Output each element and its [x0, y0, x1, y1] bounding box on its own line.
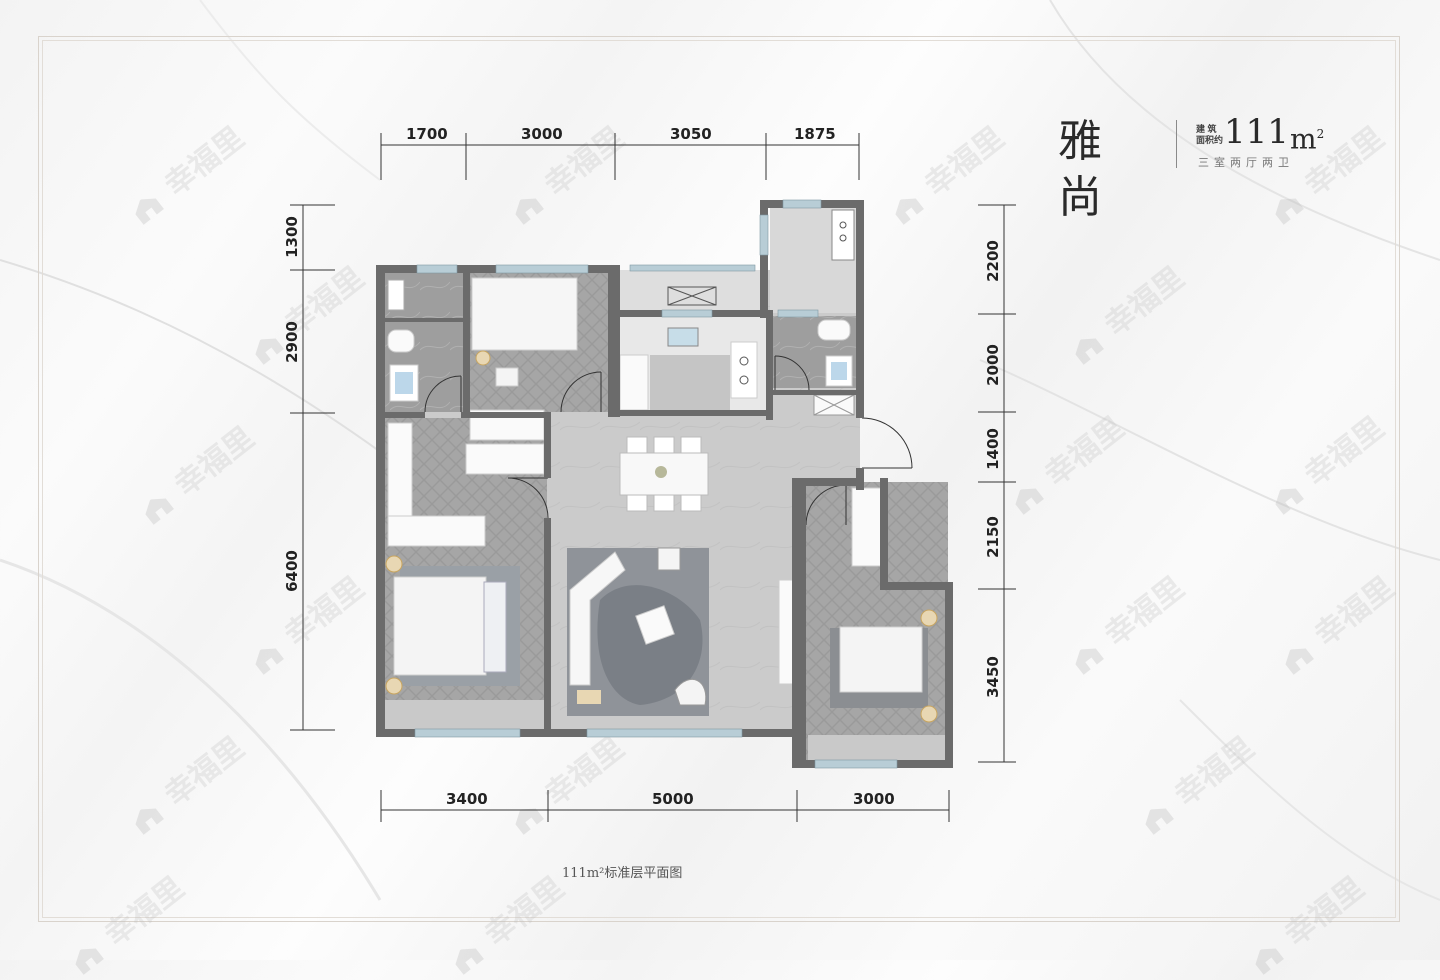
dim-bottom-1: 3400 — [446, 790, 488, 808]
layout-label: 三室两厅两卫 — [1198, 157, 1294, 169]
dim-left-2: 2900 — [282, 321, 301, 363]
page-frame — [38, 36, 1400, 922]
wardrobe — [465, 443, 545, 475]
sofa — [569, 551, 626, 686]
utility-hatch — [667, 286, 717, 306]
area-value: 111 — [1224, 112, 1289, 152]
area-label-line1: 建 筑 — [1196, 124, 1217, 134]
plan-caption: 111m²标准层平面图 — [562, 866, 683, 881]
dim-bottom-2: 5000 — [652, 790, 694, 808]
unit-name: 雅 尚 — [1058, 116, 1116, 223]
bed-top-bedroom — [471, 277, 578, 351]
stove — [730, 341, 758, 399]
doors — [424, 355, 913, 526]
tv-cabinet — [778, 579, 794, 685]
dining-table — [619, 436, 709, 512]
dim-top-3: 3050 — [670, 125, 712, 143]
dim-right-2: 2000 — [983, 344, 1002, 386]
area-label: 建 筑 面积约 — [1196, 124, 1226, 146]
dim-left-1: 1300 — [282, 216, 301, 258]
dim-right-5: 3450 — [983, 656, 1002, 698]
dim-top-4: 1875 — [794, 125, 836, 143]
title-divider — [1176, 120, 1177, 168]
wardrobe — [387, 515, 486, 547]
dimension-top — [380, 133, 860, 180]
dimension-left — [290, 204, 335, 731]
bed-right-bedroom — [839, 626, 923, 693]
washbasin — [395, 372, 413, 394]
dimension-right — [978, 204, 1016, 763]
floor-plan — [290, 133, 1016, 822]
dimension-bottom — [380, 790, 950, 822]
area-unit: m2 — [1290, 122, 1325, 156]
area-label-line2: 面积约 — [1196, 135, 1224, 145]
toilet — [387, 329, 415, 353]
dim-left-3: 6400 — [282, 550, 301, 592]
dim-right-3: 1400 — [983, 428, 1002, 470]
dim-top-2: 3000 — [521, 125, 563, 143]
dim-right-4: 2150 — [983, 516, 1002, 558]
dim-top-1: 1700 — [406, 125, 448, 143]
wardrobe — [387, 422, 413, 520]
coffee-table — [635, 605, 675, 645]
bed-left-bedroom — [393, 576, 487, 676]
washbasin — [831, 362, 847, 380]
sink — [667, 327, 699, 347]
dim-bottom-3: 3000 — [853, 790, 895, 808]
wardrobe — [851, 487, 883, 567]
windows — [414, 199, 898, 769]
dim-right-1: 2200 — [983, 240, 1002, 282]
toilet — [817, 319, 851, 341]
